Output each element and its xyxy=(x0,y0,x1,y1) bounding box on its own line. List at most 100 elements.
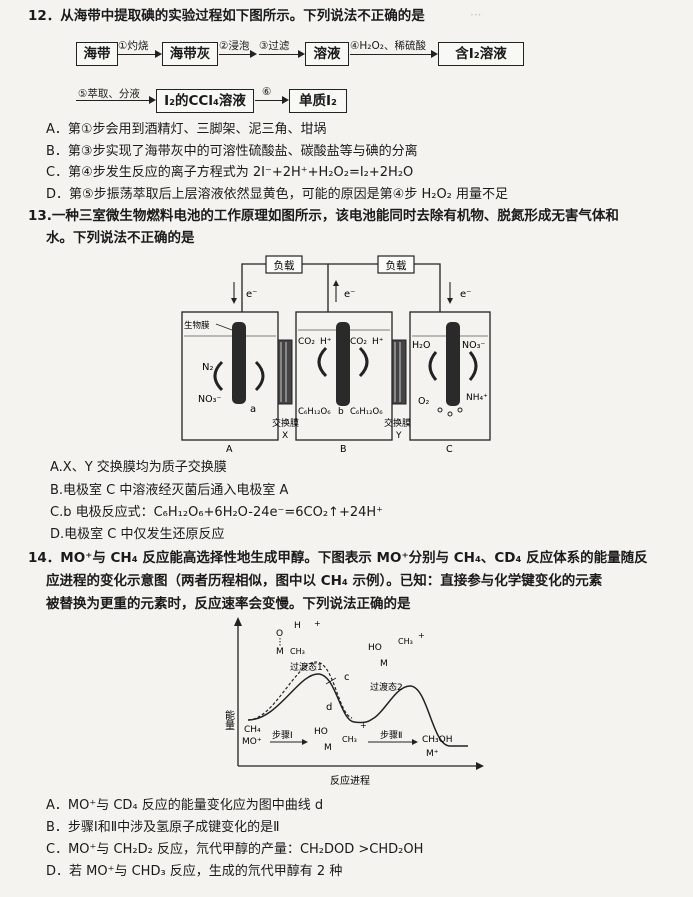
membrane-x-letter: X xyxy=(282,431,288,441)
int-ch3: CH₃ xyxy=(342,735,357,744)
q14-stem-line2: 应进程的变化示意图（两者历程相似，图中以 CH₄ 示例）。已知：直接参与化学键变… xyxy=(46,573,603,589)
flow-arrow-6 xyxy=(255,96,289,104)
q12-option-a: A．第①步会用到酒精灯、三脚架、泥三角、坩埚 xyxy=(46,122,327,137)
load-box-left xyxy=(265,255,303,274)
membrane-y-letter: Y xyxy=(395,431,402,441)
flow-step-5: ⑤萃取、分液 xyxy=(78,88,140,100)
flow-box-iodine-ccl4: I₂的CCl₄溶液 xyxy=(156,89,254,113)
flow-arrow-4 xyxy=(350,50,438,58)
y-axis-label: 能量 xyxy=(223,709,235,730)
q12-option-b: B．第③步实现了海带灰中的可溶性硫酸盐、碳酸盐等与碘的分离 xyxy=(46,144,418,159)
electron-label-c: e⁻ xyxy=(460,289,471,300)
bleed-through-text: ··· xyxy=(470,8,482,22)
q13-option-d: D.电极室 C 中仅发生还原反应 xyxy=(50,527,225,542)
product-m: M⁺ xyxy=(426,749,439,759)
flow-box-iodine-solution: 含I₂溶液 xyxy=(438,42,524,66)
flow-box-seaweed: 海带 xyxy=(76,42,118,66)
ts2-ch3: CH₃ xyxy=(398,637,413,646)
curve-d xyxy=(247,661,353,721)
ts1-atom-o: O xyxy=(276,629,283,639)
step2-label: 步骤Ⅱ xyxy=(380,730,402,741)
label-no3-c: NO₃⁻ xyxy=(462,340,485,351)
ts2-ho: HO xyxy=(368,643,382,653)
flow-box-solution: 溶液 xyxy=(305,42,349,66)
membrane-x xyxy=(277,339,293,405)
flow-box-iodine: 单质I₂ xyxy=(289,89,347,113)
q12-stem: 12．从海带中提取碘的实验过程如下图所示。下列说法不正确的是 xyxy=(28,8,425,24)
ts1-atom-m: M xyxy=(276,647,284,657)
x-axis-label: 反应进程 xyxy=(330,774,370,787)
int-ho: HO xyxy=(314,727,328,737)
q13-option-c: C.b 电极反应式：C₆H₁₂O₆+6H₂O-24e⁻=6CO₂↑+24H⁺ xyxy=(50,505,384,520)
label-no3-a: NO₃⁻ xyxy=(198,394,221,405)
room-a-label: A xyxy=(226,444,233,455)
label-nh4: NH₄⁺ xyxy=(466,393,488,403)
curve-c-label: c xyxy=(344,672,350,683)
label-h-1: H⁺ xyxy=(320,337,332,347)
electron-label-b: e⁻ xyxy=(344,289,355,300)
flow-arrow-3 xyxy=(259,50,305,58)
flow-step-1: ①灼烧 xyxy=(118,40,149,52)
q13-stem-line1: 13.一种三室微生物燃料电池的工作原理如图所示，该电池能同时去除有机物、脱氮形成… xyxy=(28,208,619,224)
load-label-left: 负载 xyxy=(274,259,295,272)
label-o2: O₂ xyxy=(418,396,429,407)
flow-box-ash: 海带灰 xyxy=(162,42,218,66)
q14-option-a: A．MO⁺与 CD₄ 反应的能量变化应为图中曲线 d xyxy=(46,798,324,813)
q13-option-a: A.X、Y 交换膜均为质子交换膜 xyxy=(50,460,227,475)
label-electrode-b: b xyxy=(338,407,344,417)
membrane-label-y: 交换膜 xyxy=(384,417,411,429)
biofilm-label: 生物膜 xyxy=(184,320,210,331)
step1-label: 步骤Ⅰ xyxy=(272,730,293,741)
electrode-c xyxy=(446,322,460,406)
ts2-atom-m: M xyxy=(380,659,388,669)
q14-stem-line1: 14．MO⁺与 CH₄ 反应能高选择性地生成甲醇。下图表示 MO⁺分别与 CH₄… xyxy=(28,550,648,566)
int-atom-m: M xyxy=(324,743,332,753)
q14-option-c: C．MO⁺与 CH₂D₂ 反应，氘代甲醇的产量：CH₂DOD >CHD₂OH xyxy=(46,842,424,857)
q14-option-d: D．若 MO⁺与 CHD₃ 反应，生成的氘代甲醇有 2 种 xyxy=(46,864,343,879)
q13-option-b: B.电极室 C 中溶液经灭菌后通入电极室 A xyxy=(50,483,289,498)
electrode-a xyxy=(232,322,246,404)
flow-step-2: ②浸泡 xyxy=(219,40,250,52)
flow-step-3: ③过滤 xyxy=(259,40,290,52)
label-n2: N₂ xyxy=(202,362,214,373)
q12-option-c: C．第④步发生反应的离子方程式为 2I⁻+2H⁺+H₂O₂=I₂+2H₂O xyxy=(46,165,414,180)
label-co2-2: CO₂ xyxy=(350,337,367,347)
curve-c xyxy=(247,673,468,747)
fuel-cell-figure: 负载 负载 e⁻ e⁻ e⁻ xyxy=(181,255,491,455)
ts2-label: 过渡态2 xyxy=(370,681,403,693)
flow-arrow-5 xyxy=(76,96,156,104)
membrane-y xyxy=(391,339,407,405)
int-plus: + xyxy=(360,721,367,730)
label-co2-1: CO₂ xyxy=(298,337,315,347)
ts1-ch3: CH₃ xyxy=(290,647,305,656)
ts1-plus: + xyxy=(314,619,321,628)
q13-stem-line2: 水。下列说法不正确的是 xyxy=(46,230,195,246)
chamber-c xyxy=(409,311,491,441)
label-electrode-a: a xyxy=(250,404,256,415)
flow-step-4: ④H₂O₂、稀硫酸 xyxy=(350,40,426,52)
q12-option-d: D．第⑤步振荡萃取后上层溶液依然显黄色，可能的原因是第④步 H₂O₂ 用量不足 xyxy=(46,187,509,202)
membrane-label-x: 交换膜 xyxy=(272,417,299,429)
label-h-2: H⁺ xyxy=(372,337,384,347)
product-ch3oh: CH₃OH xyxy=(422,735,453,745)
q14-stem-line3: 被替换为更重的元素时，反应速率会变慢。下列说法正确的是 xyxy=(46,596,411,612)
room-b-label: B xyxy=(340,444,347,455)
curve-d-label: d xyxy=(326,702,332,713)
electron-label-a: e⁻ xyxy=(246,289,257,300)
ts2-plus: + xyxy=(418,631,425,640)
electrode-b xyxy=(336,322,350,406)
label-glucose-2: C₆H₁₂O₆ xyxy=(350,407,383,417)
q14-option-b: B．步骤Ⅰ和Ⅱ中涉及氢原子成键变化的是Ⅱ xyxy=(46,820,280,835)
ts1-label: 过渡态1 xyxy=(290,661,323,673)
ts1-atom-h: H xyxy=(294,621,301,631)
label-h2o: H₂O xyxy=(412,340,430,351)
load-label-right: 负载 xyxy=(386,259,407,272)
label-glucose-1: C₆H₁₂O₆ xyxy=(298,407,331,417)
room-c-label: C xyxy=(446,444,453,455)
reactant-ch4: CH₄ xyxy=(244,725,261,735)
energy-diagram: 能量 反应进程 c d O H M CH₃ + 过渡态1 HO CH₃ M + … xyxy=(223,617,484,787)
flow-arrow-2 xyxy=(219,50,257,58)
reactant-mo: MO⁺ xyxy=(242,737,262,747)
flow-arrow-1 xyxy=(118,50,162,58)
